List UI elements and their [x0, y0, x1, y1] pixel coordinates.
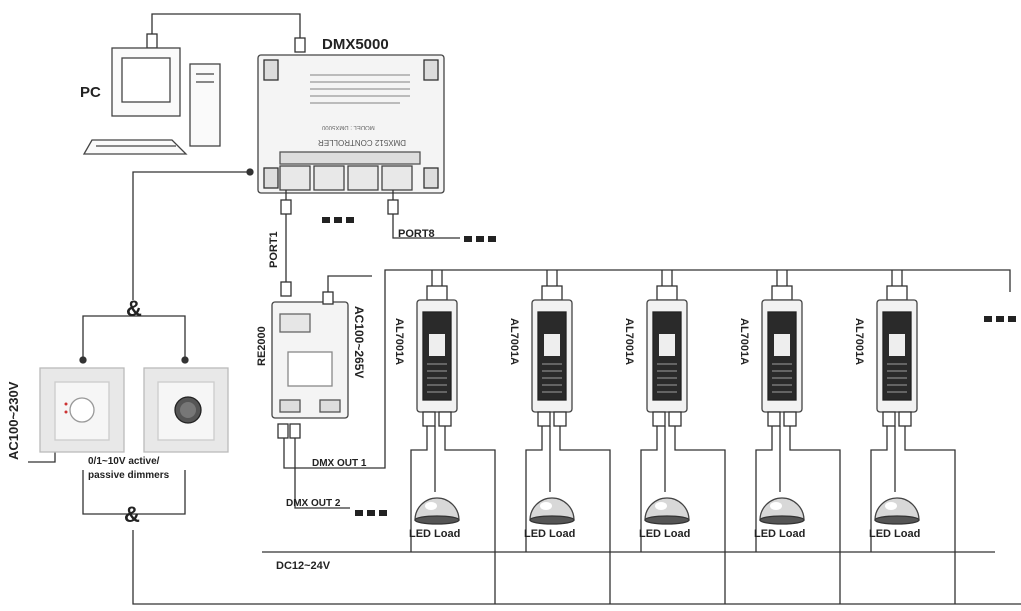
port1-plug-top: [280, 199, 292, 215]
dmx-out-1-cable: [283, 269, 1011, 469]
al7001a-driver-1: [410, 270, 496, 604]
led-load-label: LED Load: [869, 528, 921, 540]
led-load-2: [529, 497, 575, 525]
dimmer-top-bracket: [82, 315, 186, 358]
dmx-out-2-plug: [289, 423, 301, 439]
led-load-label: LED Load: [639, 528, 691, 540]
controller-label: DMX5000: [322, 36, 389, 53]
controller-model: MODEL : DMX5000: [322, 124, 375, 130]
dmx-out-1-label: DMX OUT 1: [312, 458, 367, 469]
repeater-label: RE2000: [256, 326, 268, 366]
led-load-label: LED Load: [409, 528, 461, 540]
dmx-out-1-plug: [277, 423, 289, 439]
repeater-power-label: AC100~265V: [352, 306, 366, 379]
driver-model-label: AL7001A: [393, 318, 405, 366]
pc-label: PC: [80, 84, 101, 101]
controller-usb-plug: [294, 37, 306, 53]
dimmer-power-line: [28, 452, 56, 463]
dimmer-caption-2: passive dimmers: [88, 470, 170, 481]
and-bottom: &: [124, 502, 140, 527]
al7001a-driver-3: [640, 270, 726, 604]
and-top: &: [126, 296, 142, 321]
dc-supply-label: DC12~24V: [276, 560, 331, 572]
al7001a-driver-4: [755, 270, 841, 604]
control-trunk: [132, 171, 250, 300]
led-load-3: [644, 497, 690, 525]
dimmer-panel-2: [143, 367, 229, 453]
port1-label: PORT1: [268, 231, 280, 268]
pc-tower: [189, 63, 221, 147]
driver-model-label: AL7001A: [853, 318, 865, 366]
dimmer-bottom-bracket: [82, 470, 186, 515]
driver-model-label: AL7001A: [738, 318, 750, 366]
dimmer-panel-1: [39, 367, 125, 453]
re2000-repeater: [271, 301, 349, 419]
led-load-label: LED Load: [524, 528, 576, 540]
port1-plug-bottom: [280, 281, 292, 297]
controller-title: DMX512 CONTROLLER: [318, 138, 407, 147]
dmx-out-2-label: DMX OUT 2: [286, 498, 341, 509]
driver-model-label: AL7001A: [508, 318, 520, 366]
pc-keyboard: [82, 139, 188, 155]
port8-plug: [387, 199, 399, 215]
dimmer-to-bus: [132, 530, 1021, 605]
port8-label: PORT8: [398, 228, 435, 240]
pc-usb-cable: [151, 13, 301, 38]
al7001a-driver-5: [870, 270, 956, 604]
led-load-5: [874, 497, 920, 525]
dimmer-caption-1: 0/1~10V active/: [88, 456, 160, 467]
repeater-power-cable: [327, 275, 372, 302]
dimmer-power-label: AC100~230V: [6, 381, 21, 460]
dmx5000-controller: [257, 54, 445, 194]
led-load-1: [414, 497, 460, 525]
pc-computer: [82, 47, 221, 155]
pc-usb-plug: [146, 33, 158, 49]
repeater-power-plug: [322, 291, 334, 305]
al7001a-driver-2: [525, 270, 611, 604]
led-load-4: [759, 497, 805, 525]
dmx-out-2-cable: [294, 428, 350, 509]
ellipsis-marks: [322, 217, 1016, 516]
led-load-label: LED Load: [754, 528, 806, 540]
driver-model-label: AL7001A: [623, 318, 635, 366]
driver-layer: [410, 270, 956, 604]
